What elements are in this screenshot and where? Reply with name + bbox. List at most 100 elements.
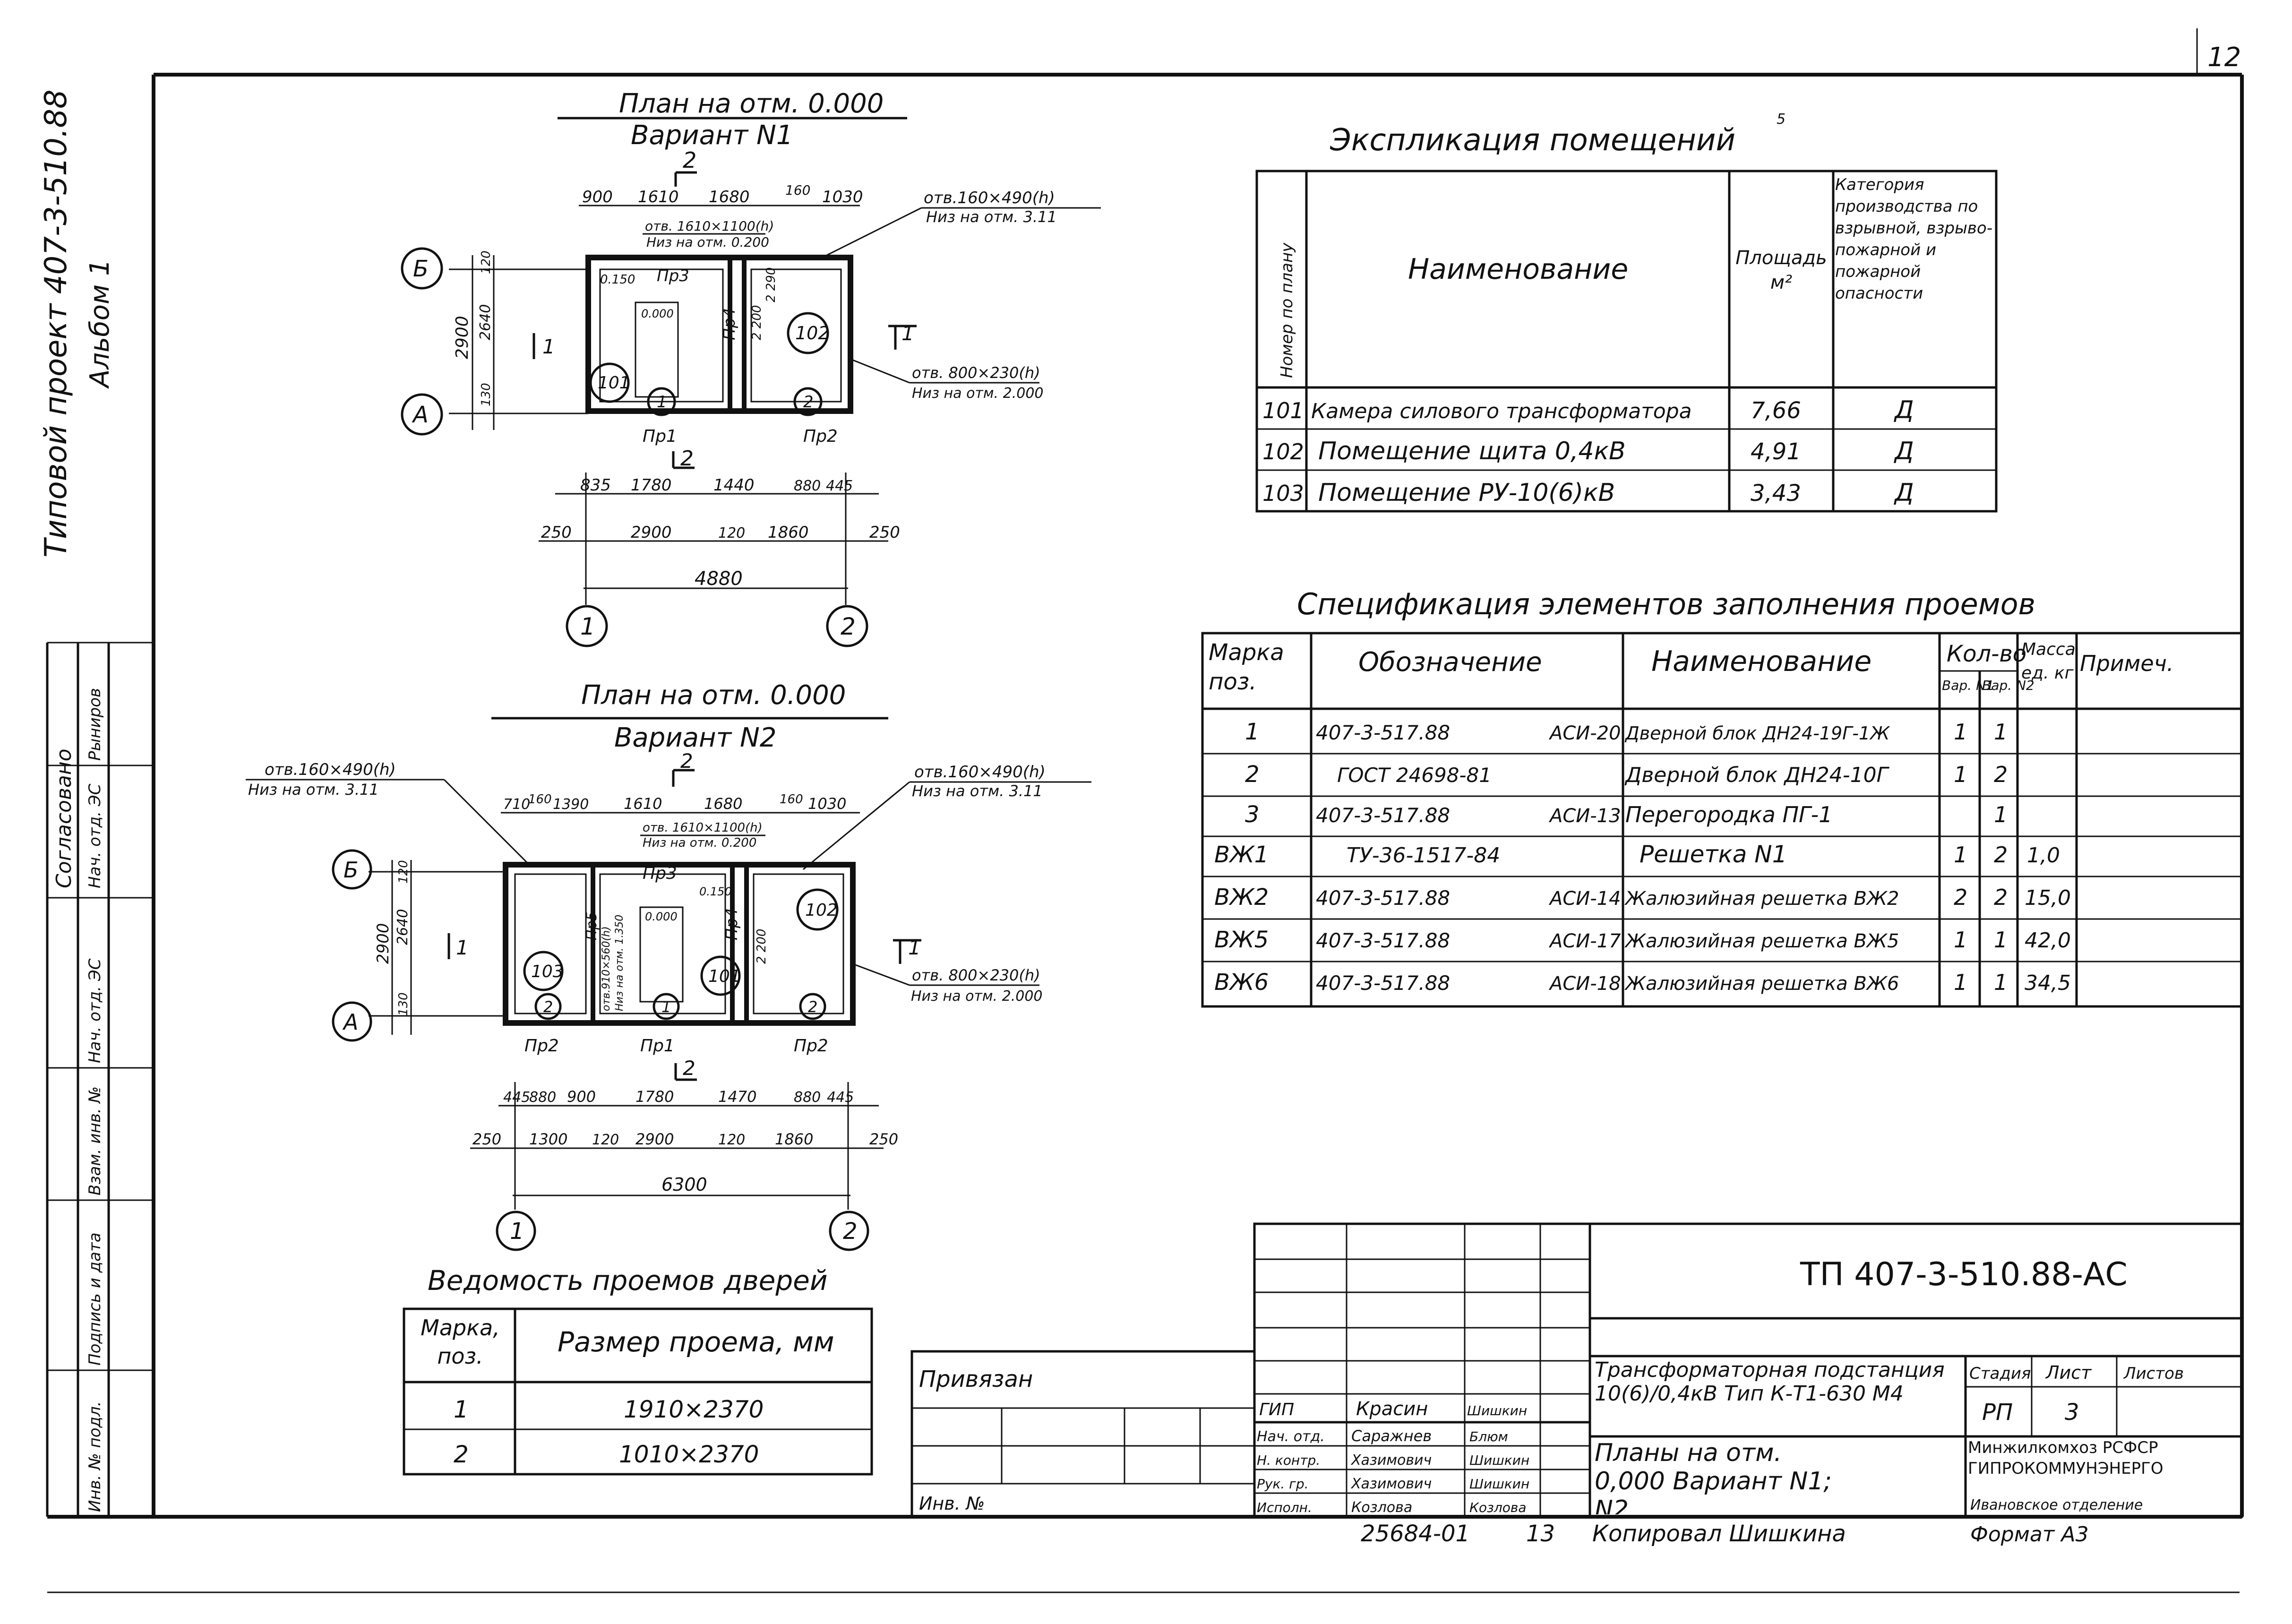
explication-table: Экспликация помещений 5 Номер по плану Н… <box>1255 111 1998 513</box>
svg-text:900: 900 <box>582 188 613 206</box>
svg-text:2 200: 2 200 <box>750 305 764 340</box>
explication-row-3-cat: Д <box>1894 479 1914 507</box>
svg-text:1440: 1440 <box>713 476 755 495</box>
side-cell-agreed: Согласовано <box>52 748 76 888</box>
svg-text:1: 1 <box>1994 719 2008 745</box>
svg-text:5: 5 <box>1777 111 1786 128</box>
svg-text:2900: 2900 <box>374 923 393 964</box>
explication-row-1-cat: Д <box>1894 396 1914 424</box>
svg-text:1: 1 <box>1954 842 1967 868</box>
spec-h-var2: Вар. N2 <box>1982 678 2034 693</box>
svg-text:0.000: 0.000 <box>641 307 674 320</box>
svg-text:120: 120 <box>592 1132 619 1148</box>
svg-text:407-3-517.88: 407-3-517.88 <box>1316 721 1450 744</box>
sheet-number: 12 <box>2207 42 2241 73</box>
svg-text:отв.160×490(h): отв.160×490(h) <box>265 760 396 779</box>
svg-text:0.150: 0.150 <box>600 273 635 287</box>
svg-text:0.000: 0.000 <box>645 910 678 923</box>
svg-text:1030: 1030 <box>808 795 846 813</box>
svg-text:445: 445 <box>503 1089 530 1106</box>
side-cell-inv-orig: Инв. № подл. <box>86 1401 104 1512</box>
svg-text:1680: 1680 <box>704 795 742 813</box>
side-album-label: Альбом 1 <box>85 259 115 389</box>
svg-text:Жалюзийная решетка ВЖ6: Жалюзийная решетка ВЖ6 <box>1624 973 1899 995</box>
svg-text:Низ на отм. 0.200: Низ на отм. 0.200 <box>643 836 756 850</box>
svg-text:Решетка N1: Решетка N1 <box>1640 841 1787 868</box>
svg-text:2900: 2900 <box>635 1130 674 1148</box>
svg-text:отв. 1610×1100(h): отв. 1610×1100(h) <box>643 821 763 835</box>
svg-text:250: 250 <box>869 1130 898 1148</box>
svg-text:1: 1 <box>1954 927 1967 953</box>
spec-h-qty: Кол-во <box>1947 641 2026 667</box>
svg-text:1: 1 <box>1994 970 2008 995</box>
svg-text:1470: 1470 <box>718 1088 756 1106</box>
svg-text:3: 3 <box>1245 801 1260 828</box>
svg-text:Пр5: Пр5 <box>584 911 600 940</box>
doors-h-size: Размер проема, мм <box>558 1326 834 1358</box>
svg-text:ВЖ1: ВЖ1 <box>1214 842 1269 868</box>
plan2-room-103: 103 <box>531 962 564 981</box>
side-cell-replace-inv: Взам. инв. № <box>86 1086 104 1195</box>
svg-text:1860: 1860 <box>768 523 809 542</box>
svg-text:407-3-517.88: 407-3-517.88 <box>1316 971 1450 995</box>
svg-text:отв.160×490(h): отв.160×490(h) <box>914 763 1046 782</box>
svg-text:ГОСТ 24698-81: ГОСТ 24698-81 <box>1337 764 1492 787</box>
svg-text:АСИ-20: АСИ-20 <box>1548 722 1621 744</box>
svg-text:15,0: 15,0 <box>2025 886 2071 910</box>
stamp-stage: РП <box>1982 1399 2013 1426</box>
svg-text:1: 1 <box>542 335 555 358</box>
side-cell-name: Рыниров <box>86 688 104 761</box>
side-project-label: Типовой проект 407-3-510.88 <box>39 89 74 558</box>
svg-text:2900: 2900 <box>453 316 472 359</box>
svg-text:2900: 2900 <box>631 523 672 542</box>
plan-variant-2: План на отм. 0.000 Вариант N2 2 отв.160×… <box>246 680 1091 1251</box>
svg-text:Пр1: Пр1 <box>640 1036 675 1056</box>
svg-text:1860: 1860 <box>775 1130 813 1148</box>
svg-text:130: 130 <box>479 383 493 406</box>
svg-text:Пр4: Пр4 <box>722 908 741 940</box>
svg-text:Перегородка ПГ-1: Перегородка ПГ-1 <box>1625 802 1833 827</box>
svg-text:Пр2: Пр2 <box>794 1036 828 1056</box>
svg-text:1: 1 <box>1954 719 1967 745</box>
svg-text:1300: 1300 <box>529 1130 567 1148</box>
svg-text:Нач. отд.: Нач. отд. <box>1257 1428 1325 1445</box>
plan1-axis-b: Б <box>413 256 429 282</box>
svg-text:250: 250 <box>472 1130 501 1148</box>
side-cell-sign-date: Подпись и дата <box>86 1232 104 1366</box>
explication-row-3-name: Помещение РУ-10(6)кВ <box>1318 479 1615 507</box>
svg-text:2: 2 <box>683 1057 695 1080</box>
svg-text:Хазимович: Хазимович <box>1350 1476 1432 1492</box>
svg-text:Дверной блок ДН24-19Г-1Ж: Дверной блок ДН24-19Г-1Ж <box>1624 723 1890 744</box>
svg-text:1: 1 <box>657 393 667 412</box>
svg-text:2: 2 <box>1994 762 2008 787</box>
svg-text:Низ на отм. 3.11: Низ на отм. 3.11 <box>912 782 1043 800</box>
stamp-stage-label: Стадия <box>1969 1364 2031 1383</box>
svg-text:710: 710 <box>503 796 530 813</box>
svg-text:160: 160 <box>785 182 810 198</box>
plan1-room-102: 102 <box>795 323 830 344</box>
spec-h-mark: Марка поз. <box>1209 639 1284 695</box>
svg-text:1: 1 <box>1954 762 1967 787</box>
svg-text:ВЖ5: ВЖ5 <box>1214 927 1269 953</box>
svg-text:АСИ-14: АСИ-14 <box>1548 888 1621 910</box>
svg-text:2: 2 <box>1994 885 2008 910</box>
spec-h-note: Примеч. <box>2080 651 2174 676</box>
svg-text:Дверной блок ДН24-10Г: Дверной блок ДН24-10Г <box>1624 763 1890 787</box>
spec-h-name: Наименование <box>1651 645 1871 678</box>
spec-h-var1: Вар. N1 <box>1942 678 1994 693</box>
svg-text:Шишкин: Шишкин <box>1467 1403 1527 1418</box>
svg-text:34,5: 34,5 <box>2025 971 2071 995</box>
svg-text:2: 2 <box>1245 761 1260 788</box>
explication-h-name: Наименование <box>1408 253 1628 286</box>
explication-row-2-cat: Д <box>1894 437 1914 465</box>
side-cell-chief2: Нач. отд. ЭС <box>86 958 104 1063</box>
svg-text:ТУ-36-1517-84: ТУ-36-1517-84 <box>1347 843 1500 868</box>
explication-h-category: Категория производства по взрывной, взры… <box>1835 175 1992 303</box>
explication-row-3-area: 3,43 <box>1751 480 1801 507</box>
svg-text:1010×2370: 1010×2370 <box>619 1441 759 1468</box>
plan1-variant: Вариант N1 <box>631 120 793 151</box>
svg-text:Шишкин: Шишкин <box>1469 1476 1529 1492</box>
svg-text:отв. 800×230(h): отв. 800×230(h) <box>912 364 1040 382</box>
svg-text:АСИ-18: АСИ-18 <box>1548 973 1621 995</box>
svg-text:120: 120 <box>718 525 745 541</box>
